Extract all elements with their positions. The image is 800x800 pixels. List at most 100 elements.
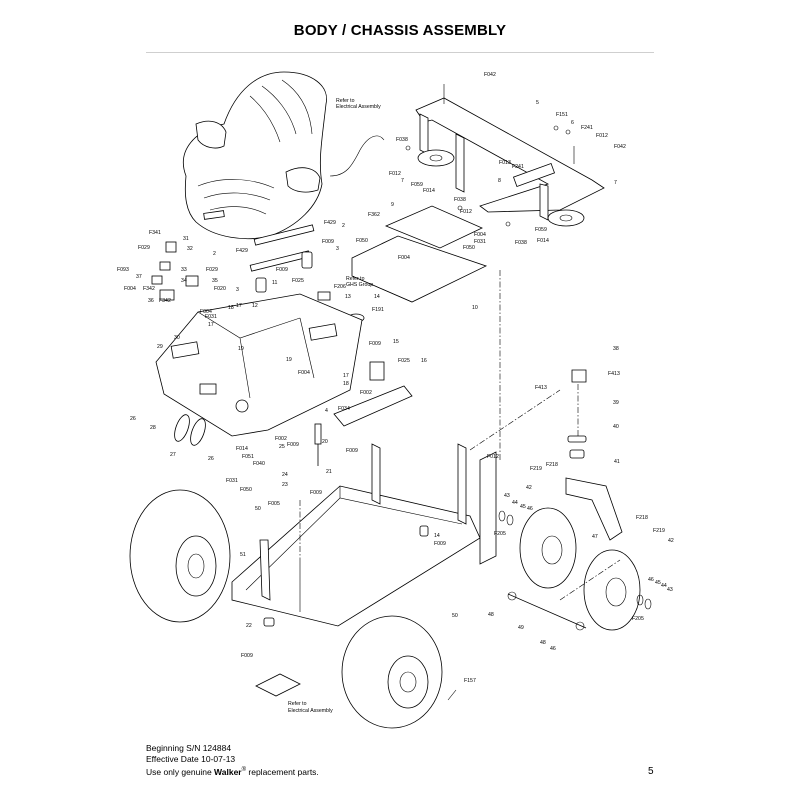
part-callout: 18 [343, 381, 349, 387]
effective-date-line: Effective Date 10-07-13 [146, 754, 236, 764]
genuine-prefix: Use only genuine [146, 766, 215, 777]
part-callout: F004 [474, 232, 486, 238]
part-callout: F004 [398, 255, 410, 261]
part-callout: F413 [608, 371, 620, 377]
part-callout: F051 [242, 454, 254, 460]
part-callout: 37 [136, 274, 142, 280]
front-caster-assembly [565, 369, 623, 541]
front-tire-right [583, 549, 641, 631]
body-shell-illustration [155, 293, 363, 437]
part-callout: 51 [240, 552, 246, 558]
part-callout: F009 [241, 653, 253, 659]
part-callout: F031 [226, 478, 238, 484]
part-callout: 50 [255, 506, 261, 512]
floor-plate-illustration [351, 205, 488, 303]
part-callout: F012 [389, 171, 401, 177]
part-callout: 44 [661, 583, 667, 589]
note-electrical-bottom-line2: Electrical Assembly [288, 708, 333, 714]
drive-tire-right [341, 615, 443, 729]
caster-wheel-right [547, 209, 585, 227]
part-callout: F342 [143, 286, 155, 292]
part-callout: 27 [170, 452, 176, 458]
part-callout: 45 [655, 580, 661, 586]
part-callout: 33 [181, 267, 187, 273]
bolts-upper [405, 84, 575, 227]
part-callout: F002 [360, 390, 372, 396]
drive-tire-left [129, 489, 231, 623]
part-callout: F050 [463, 245, 475, 251]
part-callout: F025 [292, 278, 304, 284]
page-number: 5 [648, 766, 654, 777]
part-callout: F218 [636, 515, 648, 521]
part-callout: 19 [238, 346, 244, 352]
part-callout: F059 [535, 227, 547, 233]
note-electrical-top: Refer to Electrical Assembly [336, 98, 381, 110]
part-callout: F191 [372, 307, 384, 313]
note-ghs: Refer to GHS Group [346, 276, 373, 288]
main-chassis-illustration [231, 443, 497, 627]
part-callout: 11 [272, 280, 277, 286]
steering-linkage-parts [151, 224, 365, 323]
part-callout: 6 [571, 120, 574, 126]
part-callout: 34 [181, 278, 187, 284]
part-callout: 48 [488, 612, 494, 618]
part-callout: F020 [214, 286, 226, 292]
part-callout: 40 [613, 424, 619, 430]
part-callout: F009 [322, 239, 334, 245]
part-callout: 14 [374, 294, 380, 300]
part-callout: F009 [346, 448, 358, 454]
part-callout: F050 [240, 487, 252, 493]
part-callout: 50 [452, 613, 458, 619]
part-callout: 2 [213, 251, 216, 257]
part-callout: 19 [286, 357, 292, 363]
registered-mark: ® [241, 767, 247, 773]
part-callout: F219 [530, 466, 542, 472]
part-callout: 46 [550, 646, 556, 652]
part-callout: F362 [368, 212, 380, 218]
part-callout: F014 [537, 238, 549, 244]
part-callout: 2 [342, 223, 345, 229]
part-callout: F034 [338, 406, 350, 412]
part-callout: 3 [336, 246, 339, 252]
part-callout: F241 [581, 125, 593, 131]
part-callout: 47 [592, 534, 598, 540]
callout-labels: F0425F1516F241F012F042F038F0127F059F014F… [117, 72, 674, 684]
part-callout: 31 [183, 236, 189, 242]
part-callout: F004 [200, 309, 212, 315]
part-callout: 26 [208, 456, 214, 462]
part-callout: 26 [130, 416, 136, 422]
part-callout: 49 [518, 625, 524, 631]
part-callout: F205 [632, 616, 644, 622]
part-callout: F040 [253, 461, 265, 467]
part-callout: 39 [613, 400, 619, 406]
part-callout: 48 [540, 640, 546, 646]
note-ghs-line1: Refer to [346, 276, 365, 282]
part-callout: F050 [356, 238, 368, 244]
part-callout: F013 [499, 160, 511, 166]
part-callout: 23 [282, 482, 288, 488]
part-callout: 38 [613, 346, 619, 352]
part-callout: 22 [246, 623, 252, 629]
part-callout: 46 [527, 506, 533, 512]
part-callout: F206 [334, 284, 346, 290]
part-callout: F042 [484, 72, 496, 78]
part-callout: F093 [117, 267, 129, 273]
part-callout: F413 [535, 385, 547, 391]
caster-wheel-left [417, 149, 455, 167]
part-callout: 36 [148, 298, 154, 304]
note-electrical-bottom: Refer to Electrical Assembly [288, 701, 333, 714]
part-callout: F029 [138, 245, 150, 251]
part-callout: F031 [205, 314, 217, 320]
part-callout: 46 [648, 577, 654, 583]
washer-stacks [498, 510, 652, 610]
part-callout: F002 [275, 436, 287, 442]
front-tire-left [519, 507, 577, 589]
part-callout: 42 [526, 485, 532, 491]
part-callout: F031 [474, 239, 486, 245]
footer-info: Beginning S/N 124884 Effective Date 10-0… [146, 743, 319, 778]
part-callout: 12 [252, 303, 258, 309]
part-callout: 10 [472, 305, 478, 311]
part-callout: 15 [393, 339, 399, 345]
part-callout: 25 [279, 444, 285, 450]
